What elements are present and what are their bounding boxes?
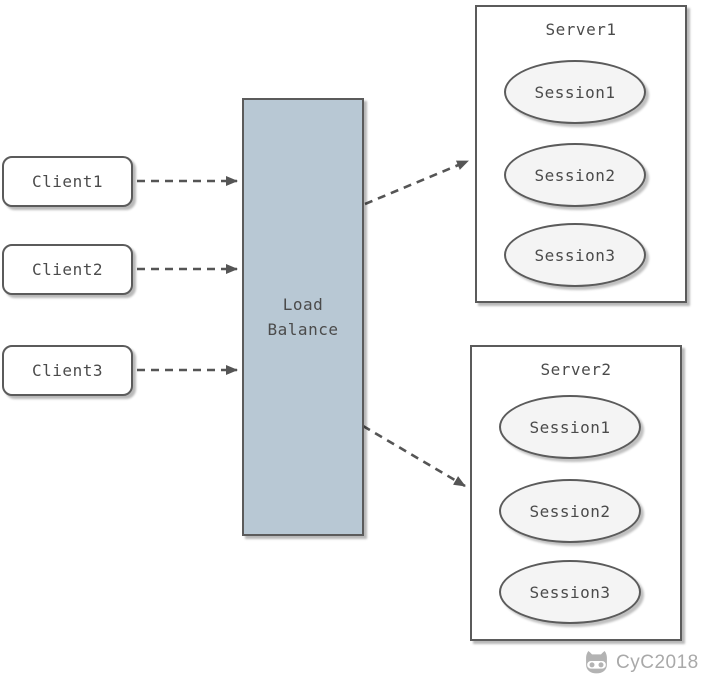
- load-balancer-label: Load Balance: [267, 295, 339, 339]
- server1-session1-node: Session1: [504, 60, 646, 124]
- server2-title: Server2: [540, 360, 612, 379]
- client2-node: Client2: [2, 244, 133, 295]
- client1-label: Client1: [32, 172, 103, 191]
- server1-session1-label: Session1: [534, 82, 616, 102]
- octocat-icon: [586, 651, 607, 674]
- watermark: CyC2018: [583, 650, 699, 675]
- client2-label: Client2: [32, 260, 103, 279]
- server2-session2-node: Session2: [499, 479, 641, 543]
- arrow-loadbalancer-to-server1: [364, 159, 469, 206]
- watermark-text: CyC2018: [616, 651, 699, 673]
- server2-session1-label: Session1: [529, 417, 611, 437]
- client3-label: Client3: [32, 361, 103, 380]
- server2-session1-node: Session1: [499, 395, 641, 459]
- load-balancer-node: Load Balance: [242, 98, 364, 536]
- server2-node: Server2 Session1 Session2 Session3: [470, 345, 682, 641]
- server1-session2-node: Session2: [504, 143, 646, 207]
- server1-session2-label: Session2: [534, 165, 616, 185]
- server1-node: Server1 Session1 Session2 Session3: [475, 5, 687, 303]
- arrow-loadbalancer-to-server2: [362, 424, 466, 488]
- client3-node: Client3: [2, 345, 133, 396]
- server1-title: Server1: [545, 20, 617, 39]
- client1-node: Client1: [2, 156, 133, 207]
- server1-session3-label: Session3: [534, 245, 616, 265]
- server2-session2-label: Session2: [529, 501, 611, 521]
- server1-session3-node: Session3: [504, 223, 646, 287]
- server2-session3-label: Session3: [529, 582, 611, 602]
- server2-session3-node: Session3: [499, 560, 641, 624]
